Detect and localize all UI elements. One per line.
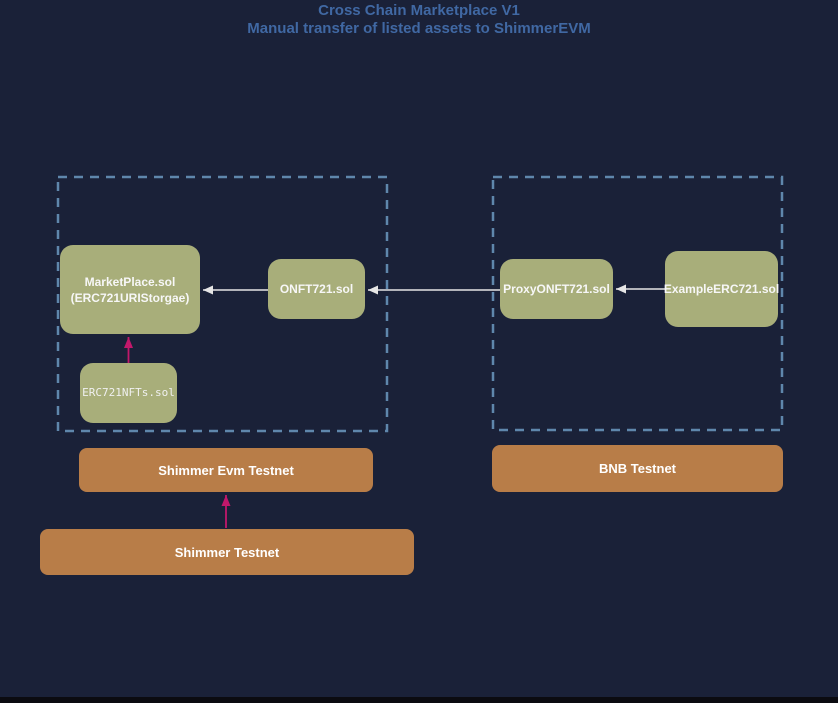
diagram-title: Cross Chain Marketplace V1 Manual transf… xyxy=(0,2,838,38)
title-line-2: Manual transfer of listed assets to Shim… xyxy=(247,20,591,37)
network-shimmer-testnet: Shimmer Testnet xyxy=(40,529,414,575)
node-marketplace-sol: MarketPlace.sol (ERC721URIStorgae) xyxy=(60,245,200,334)
title-line-1: Cross Chain Marketplace V1 xyxy=(318,2,520,19)
node-erc721nfts-sol: ERC721NFTs.sol xyxy=(80,363,177,423)
bnb-container-border xyxy=(491,175,784,432)
node-onft721-sol: ONFT721.sol xyxy=(268,259,365,319)
node-exampleerc721-sol: ExampleERC721.sol xyxy=(664,251,779,327)
bottom-edge-bar xyxy=(0,697,838,703)
network-shimmer-evm-testnet: Shimmer Evm Testnet xyxy=(79,448,373,492)
shimmer-evm-container-border xyxy=(56,175,389,433)
network-bnb-testnet: BNB Testnet xyxy=(492,445,783,492)
node-proxyonft721-sol: ProxyONFT721.sol xyxy=(500,259,613,319)
